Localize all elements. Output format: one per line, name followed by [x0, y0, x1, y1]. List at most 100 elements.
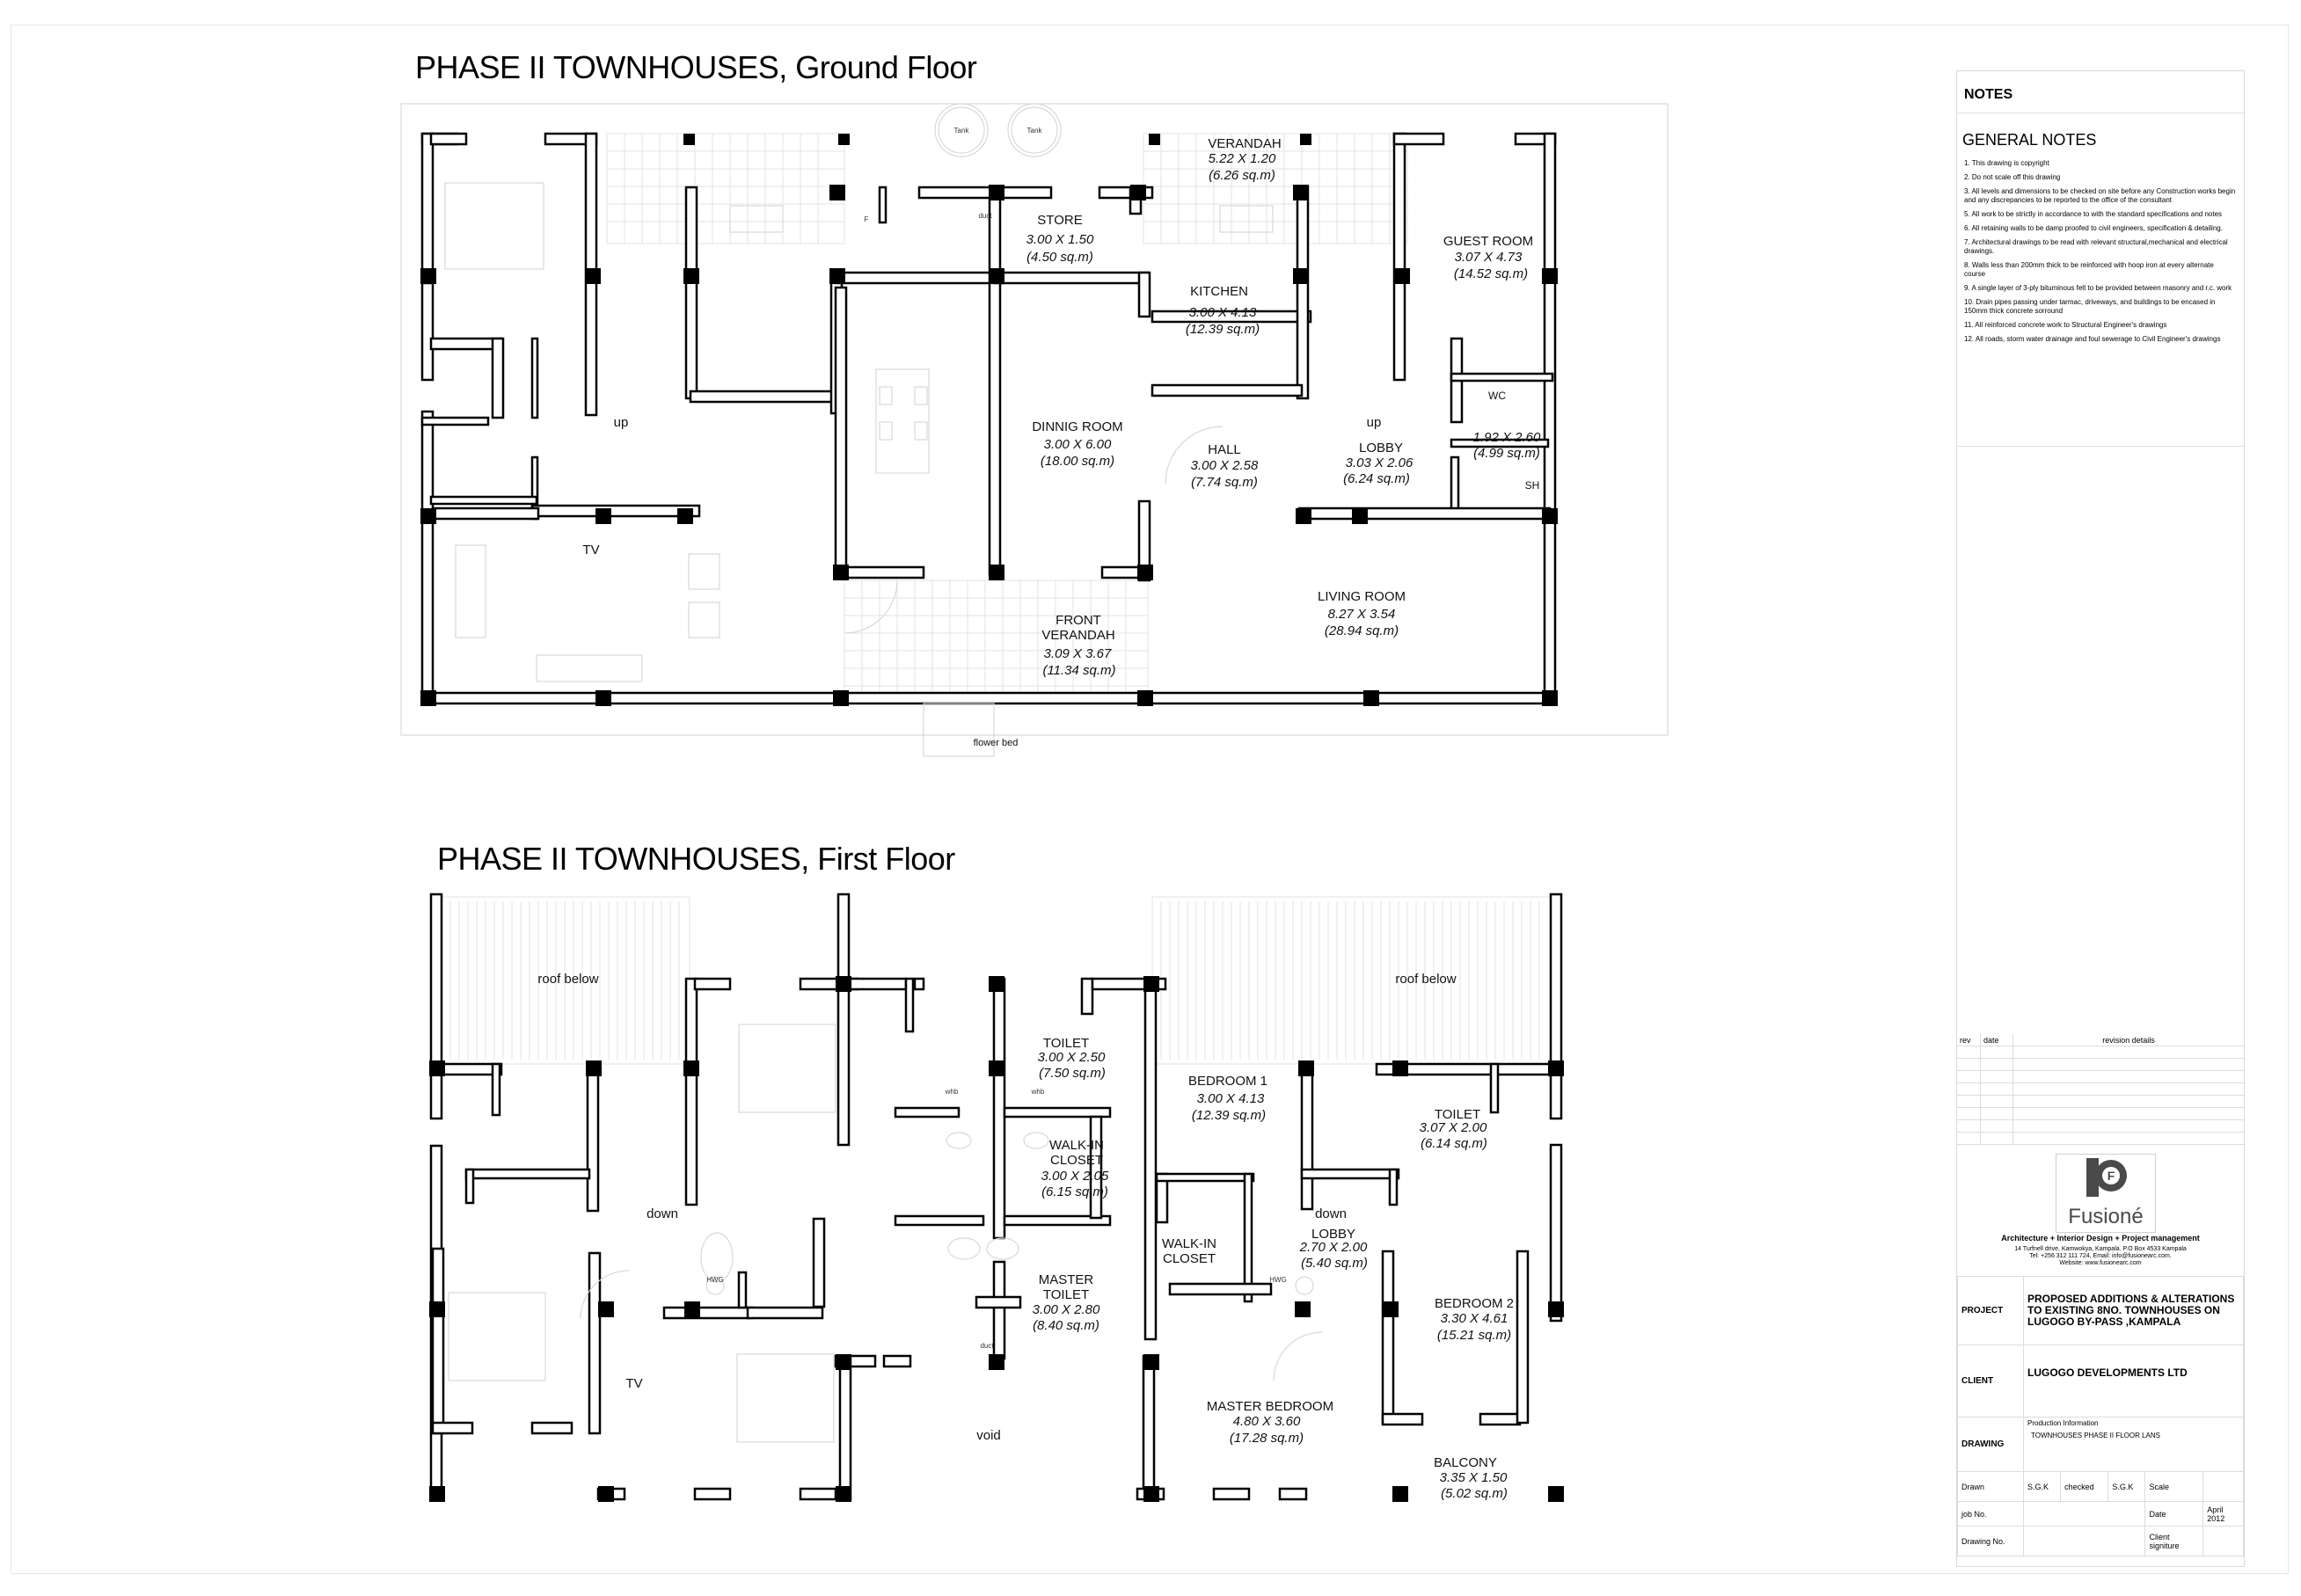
room-dims: 3.03 X 2.06	[1346, 455, 1413, 470]
ground-floor-columns	[420, 134, 1558, 706]
revision-header-row: rev date revision details	[1957, 1034, 2244, 1046]
first-floor-plan: TOILET 3.00 X 2.50 (7.50 sq.m) BEDROOM 1…	[429, 893, 1564, 1502]
client-label: CLIENT	[1957, 1345, 2024, 1417]
room-dims: 1.92 X 2.60	[1473, 430, 1541, 445]
revision-row	[1957, 1070, 2244, 1083]
door-swing	[580, 1270, 630, 1320]
job-value	[2022, 1501, 2146, 1527]
drawing-no-label: Drawing No.	[1957, 1526, 2024, 1556]
firm-contact: Tel: +256 312 111 724, Email: info@fusio…	[2029, 1253, 2172, 1259]
note-item: 12. All roads, storm water drainage and …	[1964, 335, 2221, 343]
room-name: MASTER BEDROOM	[1207, 1399, 1333, 1414]
room-name: LOBBY	[1359, 441, 1403, 455]
first-floor-labels: TOILET 3.00 X 2.50 (7.50 sq.m) BEDROOM 1…	[537, 972, 1514, 1501]
room-area: (11.34 sq.m)	[1042, 663, 1115, 678]
tv-label: TV	[582, 543, 599, 558]
general-notes-heading: GENERAL NOTES	[1962, 131, 2097, 149]
notes-heading: NOTES	[1964, 87, 2013, 102]
fusione-logo: F Fusioné	[2056, 1154, 2156, 1233]
room-dims: 3.00 X 2.50	[1038, 1050, 1106, 1065]
scale-value	[2202, 1471, 2244, 1502]
room-dims: 4.80 X 3.60	[1233, 1414, 1301, 1429]
room-area: (17.28 sq.m)	[1230, 1431, 1304, 1446]
room-name: TOILET	[1435, 1107, 1480, 1122]
note-item: 1. This drawing is copyright	[1964, 159, 2049, 167]
room-name: GUEST ROOM	[1443, 234, 1533, 249]
room-dims: 3.00 X 2.05	[1041, 1169, 1109, 1184]
title-block: NOTES GENERAL NOTES 1. This drawing is c…	[1956, 70, 2245, 1567]
room-name: KITCHEN	[1190, 284, 1248, 299]
washbasin	[947, 1237, 981, 1260]
room-dims: 3.00 X 6.00	[1044, 437, 1112, 452]
water-tank-2: Tank	[1007, 103, 1062, 157]
revision-row	[1957, 1046, 2244, 1059]
note-item: 9. A single layer of 3-ply bituminous fe…	[1964, 284, 2232, 292]
firm-tagline: Architecture + Interior Design + Project…	[2001, 1234, 2200, 1243]
job-label: job No.	[1957, 1501, 2024, 1527]
room-dims: 3.00 X 4.13	[1197, 1091, 1265, 1106]
note-item: 3. All levels and dimensions to be check…	[1964, 187, 2236, 204]
door-swing	[1165, 426, 1224, 485]
logo-wordmark: Fusioné	[2068, 1205, 2143, 1228]
client-value: LUGOGO DEVELOPMENTS LTD	[2023, 1345, 2244, 1417]
note-item: 11. All reinforced concrete work to Stru…	[1964, 321, 2167, 329]
stair-down-label: down	[1315, 1206, 1347, 1221]
room-dims: 3.00 X 1.50	[1026, 232, 1094, 247]
room-dims: 3.00 X 4.13	[1189, 305, 1257, 320]
drawn-label: Drawn	[1957, 1471, 2024, 1502]
details-header: revision details	[2012, 1034, 2244, 1046]
wc-label: WC	[1488, 390, 1506, 402]
checked-label: checked	[2060, 1471, 2109, 1502]
room-name: HALL	[1208, 442, 1241, 457]
svg-text:F: F	[2107, 1169, 2115, 1183]
front-verandah-name: FRONT VERANDAH	[1041, 613, 1115, 643]
room-name: BEDROOM 1	[1188, 1074, 1267, 1089]
room-name: TOILET	[1043, 1036, 1089, 1051]
revision-row	[1957, 1107, 2244, 1120]
room-dims: 3.07 X 4.73	[1455, 250, 1523, 265]
hwg-label: HWG	[1269, 1276, 1287, 1284]
drawn-value: S.G.K	[2022, 1471, 2062, 1502]
hot-water-geyser	[705, 1276, 725, 1295]
roof-below-label: roof below	[1395, 972, 1456, 987]
floor-plans: Tank Tank	[400, 103, 1669, 1502]
roof-below-label: roof below	[537, 972, 598, 987]
revision-row	[1957, 1132, 2244, 1145]
firm-address: 14 Turfnell drive, Kamwokya, Kampala. P.…	[2014, 1246, 2187, 1252]
rev-header: rev	[1957, 1034, 1981, 1046]
first-floor-columns	[429, 976, 1564, 1502]
bed	[448, 1292, 546, 1381]
project-info-table: PROJECT PROPOSED ADDITIONS & ALTERATIONS…	[1957, 1276, 2244, 1556]
bed	[444, 182, 544, 270]
stair-up-label: up	[614, 415, 629, 430]
room-area: (4.50 sq.m)	[1026, 250, 1093, 265]
room-area: (12.39 sq.m)	[1192, 1108, 1266, 1123]
note-item: 6. All retaining walls to be damp proofe…	[1964, 224, 2223, 232]
room-dims: 3.30 X 4.61	[1441, 1311, 1508, 1326]
room-area: (6.14 sq.m)	[1421, 1136, 1487, 1151]
sofa	[536, 654, 643, 682]
drawing-value: TOWNHOUSES PHASE II FLOOR LANS	[2031, 1432, 2160, 1439]
stair-up-label: up	[1367, 415, 1382, 430]
note-item: 5. All work to be strictly in accordance…	[1964, 210, 2223, 218]
room-area: (6.24 sq.m)	[1343, 471, 1410, 486]
revision-row	[1957, 1058, 2244, 1071]
note-item: 10. Drain pipes passing under tarmac, dr…	[1964, 298, 2216, 315]
walk-in-closet-2-name: WALK-IN CLOSET	[1162, 1236, 1216, 1266]
project-value: PROPOSED ADDITIONS & ALTERATIONS TO EXIS…	[2023, 1276, 2244, 1345]
dining-table	[875, 368, 930, 474]
client-signature-value	[2202, 1526, 2244, 1556]
door-swing	[844, 579, 898, 634]
room-area: (7.50 sq.m)	[1039, 1066, 1106, 1081]
whb-label: whb	[945, 1088, 959, 1096]
revision-row	[1957, 1082, 2244, 1096]
door-swing	[1273, 1331, 1323, 1381]
sink	[1219, 205, 1274, 233]
note-item: 2. Do not scale off this drawing	[1964, 173, 2061, 181]
hwg-label: HWG	[706, 1276, 724, 1284]
duct-label: duct	[978, 212, 992, 220]
room-name: BALCONY	[1434, 1455, 1497, 1470]
first-floor-title: PHASE II TOWNHOUSES, First Floor	[437, 841, 955, 877]
first-floor-walls	[429, 893, 1563, 1501]
room-area: (12.39 sq.m)	[1186, 322, 1260, 337]
